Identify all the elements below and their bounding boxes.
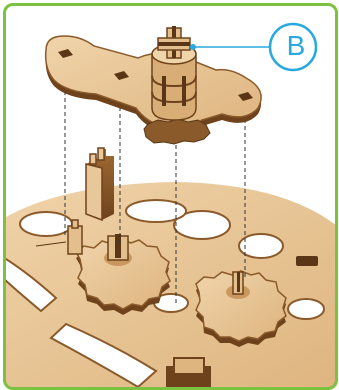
- floating-post: [85, 147, 114, 222]
- arm-square-hole: [58, 49, 73, 58]
- illustration-frame: B: [3, 3, 338, 390]
- callout-label-b: B: [286, 30, 306, 61]
- base-hole: [173, 210, 231, 240]
- base-slot: [49, 322, 158, 387]
- arm-square-hole: [114, 71, 129, 80]
- base-hole: [287, 298, 325, 320]
- callout-circle: [268, 22, 318, 72]
- base-hole: [19, 211, 73, 237]
- base-plate: [6, 182, 335, 387]
- base-hole: [238, 233, 284, 259]
- gear-right: [195, 270, 287, 347]
- base-slot: [6, 257, 58, 313]
- arm-square-hole: [238, 92, 253, 101]
- base-hole: [125, 199, 187, 223]
- arm-piece-b: [44, 26, 262, 145]
- base-square-hole: [296, 256, 318, 266]
- gear-left: [75, 234, 171, 315]
- standing-post-left: [67, 219, 83, 255]
- callout-b: [193, 22, 318, 72]
- assembly-illustration: [6, 22, 335, 387]
